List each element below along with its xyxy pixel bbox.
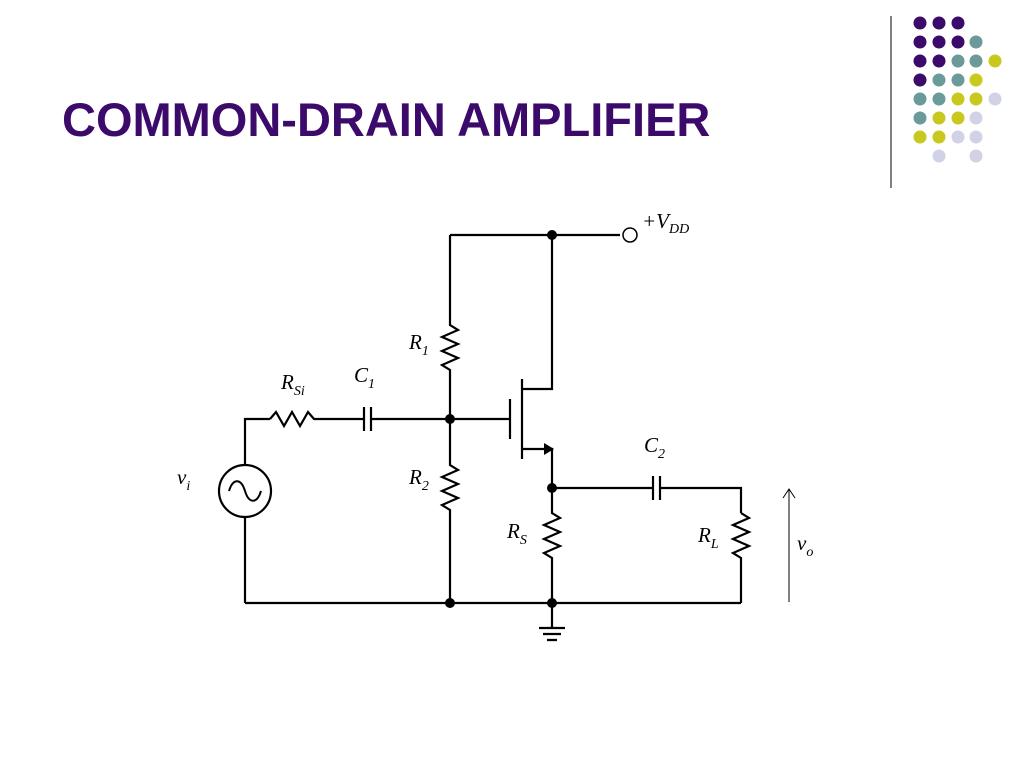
decorative-dot	[988, 92, 1002, 106]
decorative-dot	[969, 92, 983, 106]
decorative-dot	[932, 16, 946, 30]
vdd-label: +VDD	[642, 209, 689, 237]
decorative-dot	[951, 92, 965, 106]
decorative-dot	[969, 130, 983, 144]
decorative-dot	[913, 92, 927, 106]
rs-resistor	[541, 488, 563, 603]
rsi-resistor	[269, 409, 364, 429]
r2-label: R2	[408, 465, 429, 494]
decorative-dot	[969, 111, 983, 125]
decorative-dot	[932, 35, 946, 49]
r2-resistor	[439, 419, 461, 603]
vo-arrow	[782, 488, 796, 602]
decorative-dot	[913, 54, 927, 68]
decorative-dot	[969, 54, 983, 68]
rl-resistor	[730, 512, 752, 603]
ground-icon	[539, 603, 565, 642]
decorative-dot	[951, 130, 965, 144]
rl-label: RL	[697, 523, 719, 552]
decorative-dot	[969, 73, 983, 87]
decorative-dot	[951, 73, 965, 87]
mosfet-source-wire	[522, 447, 554, 488]
slide-title: COMMON-DRAIN AMPLIFIER	[62, 93, 711, 146]
decorative-dot	[932, 111, 946, 125]
ground-junction-dot-left	[445, 598, 455, 608]
c2-capacitor	[651, 476, 662, 500]
decorative-dot	[913, 73, 927, 87]
c2-label: C2	[644, 433, 665, 462]
c2-to-rl-wire	[660, 486, 743, 513]
c1-label: C1	[354, 363, 375, 392]
input-wire-left	[243, 417, 270, 466]
decorative-dot	[932, 54, 946, 68]
decorative-dot	[969, 149, 983, 163]
decorative-dot	[932, 92, 946, 106]
title-divider	[890, 16, 892, 188]
vo-label: vo	[797, 531, 813, 560]
decorative-dot	[913, 16, 927, 30]
mosfet-drain-wire	[522, 235, 554, 391]
decorative-dot	[913, 111, 927, 125]
rsi-label: RSi	[280, 370, 305, 399]
decorative-dot	[951, 54, 965, 68]
r1-resistor	[439, 235, 461, 419]
decorative-dot	[932, 149, 946, 163]
decorative-dot	[951, 35, 965, 49]
c1-capacitor	[362, 407, 373, 431]
decorative-dot	[932, 73, 946, 87]
r1-label: R1	[408, 330, 429, 359]
mosfet-arrow	[544, 443, 554, 455]
vdd-terminal	[622, 227, 638, 243]
decorative-dot	[988, 54, 1002, 68]
vi-label: vi	[177, 465, 190, 494]
decorative-dot-grid	[913, 16, 1002, 163]
decorative-dot	[969, 35, 983, 49]
decorative-dot	[951, 111, 965, 125]
decorative-dot	[932, 130, 946, 144]
decorative-dot	[951, 16, 965, 30]
sine-icon	[228, 480, 262, 502]
decorative-dot	[913, 130, 927, 144]
decorative-dot	[913, 35, 927, 49]
rs-label: RS	[506, 519, 527, 548]
